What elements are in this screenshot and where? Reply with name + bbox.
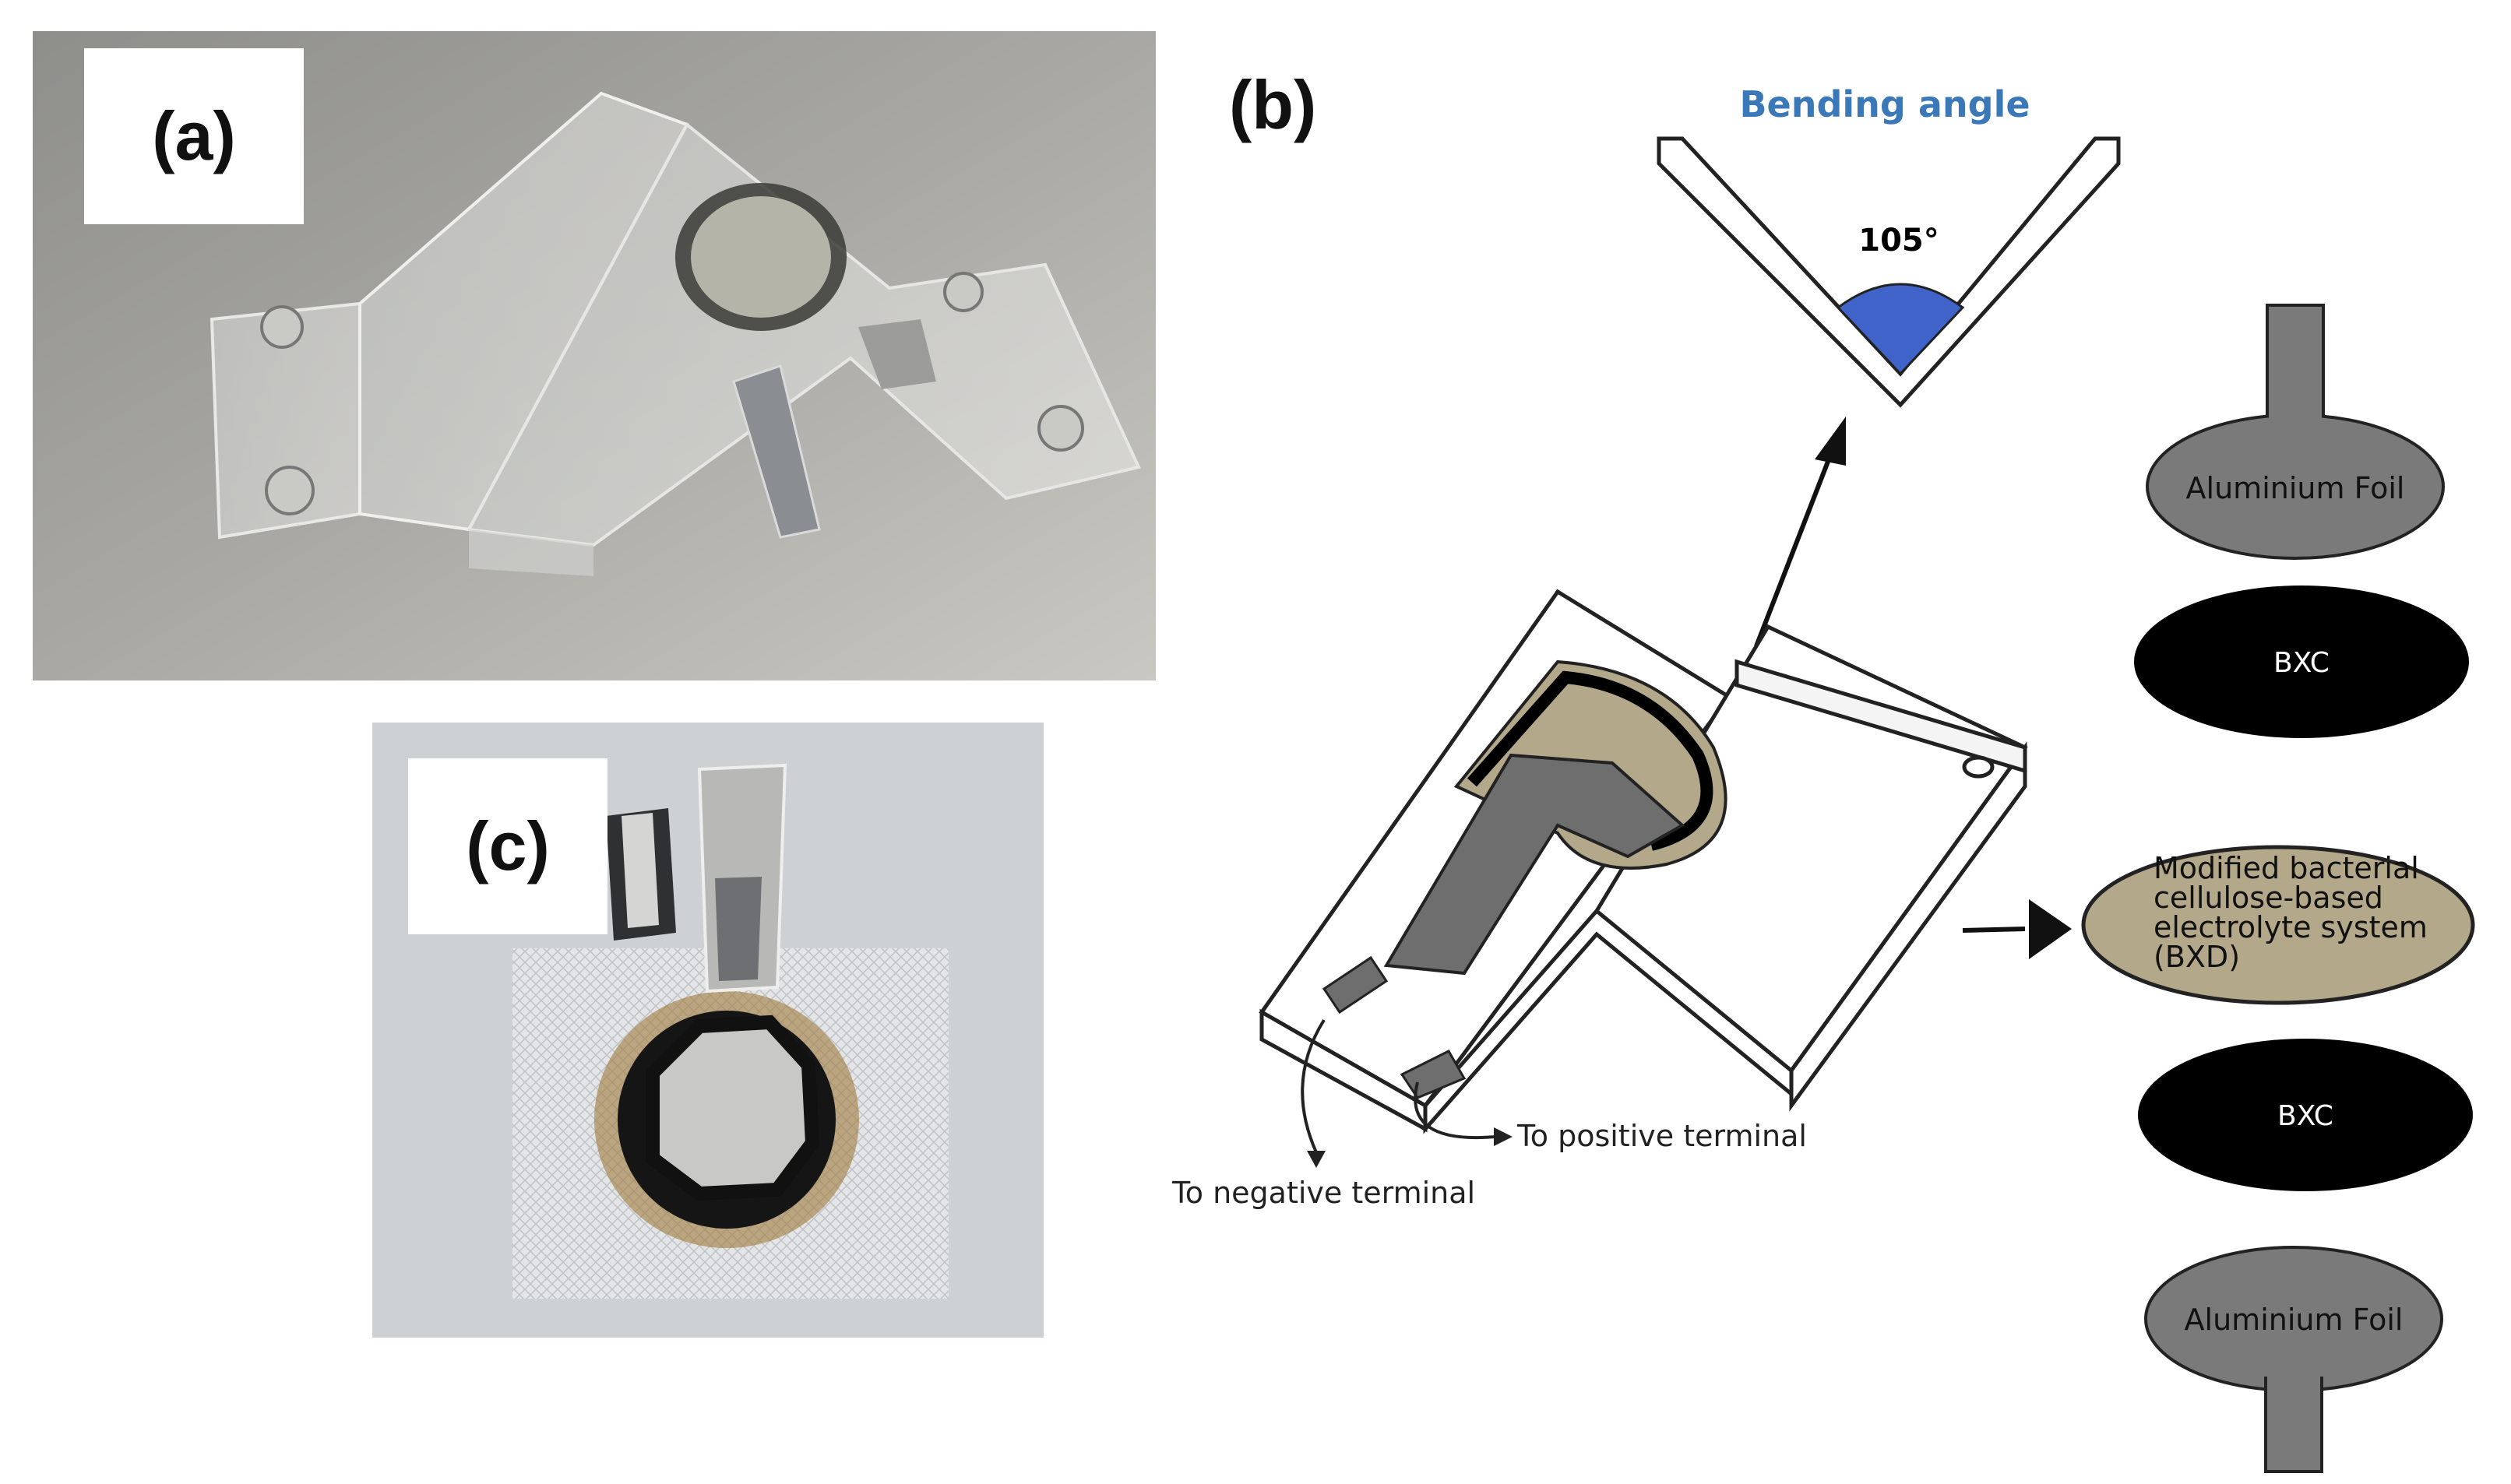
foil-tab-top — [2266, 304, 2325, 424]
foil-tab-bottom — [2264, 1377, 2323, 1473]
photo-a-illustration — [33, 31, 1156, 680]
bxd-line-1: Modified bacterial — [2154, 851, 2419, 885]
layer-bxd-electrolyte — [2081, 845, 2475, 1005]
layer-label-bxc-top: BXC — [2273, 647, 2330, 679]
layer-label-foil-bottom: Aluminium Foil — [2185, 1303, 2404, 1337]
layer-bxc-bottom — [2138, 1039, 2473, 1191]
angle-value: 105° — [1858, 223, 1939, 258]
negative-leader — [1301, 1018, 1326, 1153]
bxd-line-4: (BXD) — [2154, 940, 2240, 974]
bending-angle-title: Bending angle — [1739, 83, 2030, 125]
negative-terminal-label: To negative terminal — [1171, 1176, 1475, 1210]
cell-layers — [1322, 659, 1727, 1099]
arrow-head-up — [1815, 417, 1846, 466]
layer-bxc-top — [2134, 586, 2469, 738]
bxd-line-2: cellulose-based — [2154, 881, 2383, 915]
layer-label-bxd: Modified bacterial cellulose-based elect… — [2154, 851, 2437, 974]
arrow-head-right — [2029, 899, 2072, 959]
layer-label-bxc-bottom: BXC — [2277, 1100, 2333, 1132]
photo-a-bending-fixture — [33, 31, 1156, 680]
photo-c-assembled-cell — [372, 723, 1044, 1338]
panel-label-c: (c) — [408, 758, 608, 934]
positive-leader — [1414, 1081, 1496, 1140]
v-bracket-outline — [1657, 136, 2121, 408]
panel-label-b: (b) — [1229, 66, 1317, 143]
positive-terminal-label: To positive terminal — [1516, 1119, 1807, 1153]
panel-label-a: (a) — [84, 48, 304, 224]
bxd-line-3: electrolyte system — [2154, 910, 2428, 944]
layer-label-foil-top: Aluminium Foil — [2186, 471, 2405, 505]
angle-arc — [1836, 283, 1965, 376]
layer-stack: Aluminium Foil BXC Modified bacterial ce… — [2081, 304, 2475, 1473]
arrow-to-bending — [1754, 454, 1833, 648]
photo-c-illustration — [372, 723, 1044, 1338]
arrow-to-stack — [1962, 927, 2026, 933]
